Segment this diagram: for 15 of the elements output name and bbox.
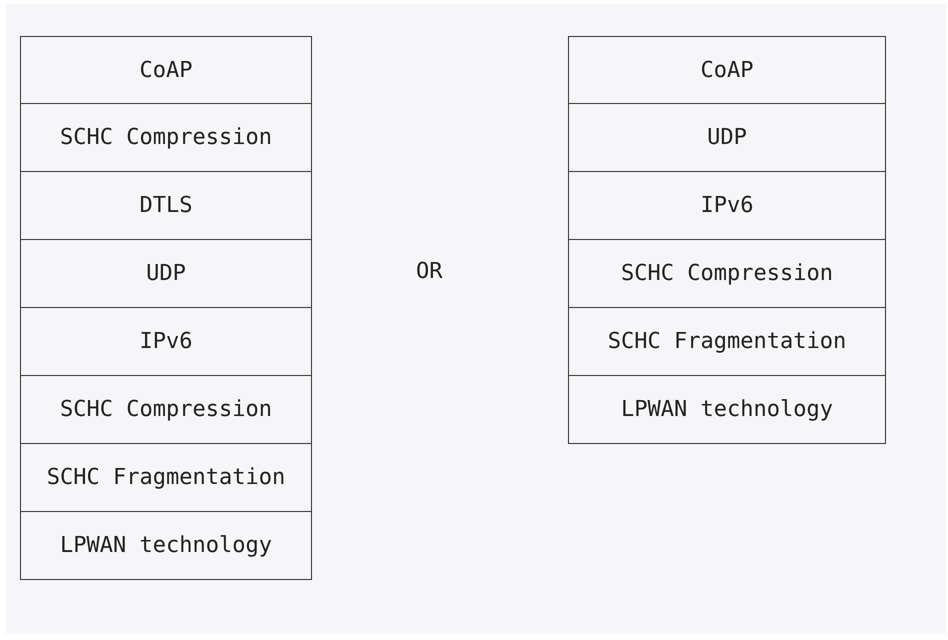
layer-box: CoAP bbox=[568, 36, 886, 104]
layer-box: IPv6 bbox=[20, 306, 312, 376]
layer-box: UDP bbox=[20, 238, 312, 308]
layer-box: LPWAN technology bbox=[20, 510, 312, 580]
layer-box: DTLS bbox=[20, 170, 312, 240]
layer-box: IPv6 bbox=[568, 170, 886, 240]
layer-box: CoAP bbox=[20, 36, 312, 104]
separator-text: OR bbox=[416, 259, 442, 284]
layer-box: SCHC Fragmentation bbox=[568, 306, 886, 376]
layer-box: SCHC Compression bbox=[20, 102, 312, 172]
layer-box: LPWAN technology bbox=[568, 374, 886, 444]
layer-box: SCHC Compression bbox=[568, 238, 886, 308]
layer-box: SCHC Compression bbox=[20, 374, 312, 444]
layer-box: SCHC Fragmentation bbox=[20, 442, 312, 512]
layer-box: UDP bbox=[568, 102, 886, 172]
